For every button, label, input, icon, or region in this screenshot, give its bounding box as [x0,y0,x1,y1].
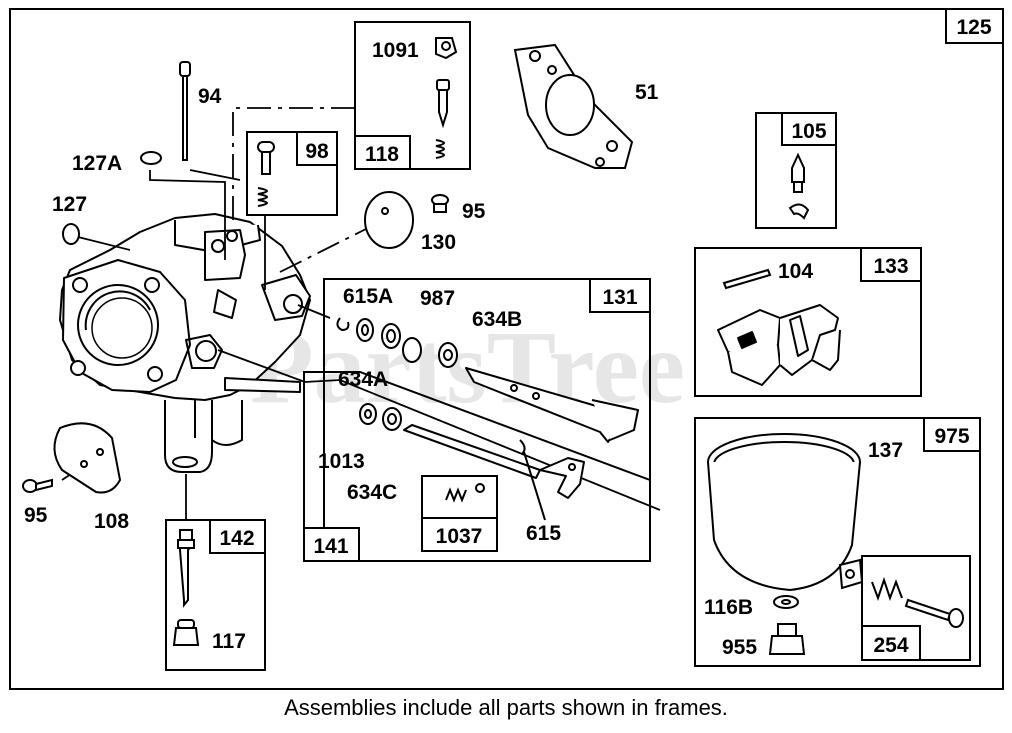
frame-tag-98: 98 [305,140,329,163]
part-634b-washer[interactable] [402,337,458,368]
part-118-inlet-needle[interactable] [435,79,450,159]
part-95-screw-top[interactable] [431,194,449,213]
part-137-float-bowl[interactable] [707,433,864,592]
label-137[interactable]: 137 [868,439,903,462]
frame-1037 [421,475,498,552]
part-1091-clip[interactable] [435,37,458,60]
part-127a-washer[interactable] [140,151,162,165]
part-634a-seal[interactable] [356,318,374,342]
frame-tag-975: 975 [934,425,969,448]
frame-tag-118: 118 [365,143,399,166]
part-94-screw[interactable] [179,61,191,161]
part-987-bushing[interactable] [381,323,401,349]
frame-254 [861,555,971,661]
part-254-spring[interactable] [871,576,903,601]
part-131-throttle-shaft[interactable] [465,367,639,443]
label-130[interactable]: 130 [421,231,456,254]
part-116b-washer[interactable] [773,595,799,609]
label-127[interactable]: 127 [52,193,87,216]
part-130-throttle-plate[interactable] [364,191,414,249]
part-615a-clip[interactable] [336,317,350,332]
label-634b[interactable]: 634B [472,308,522,331]
label-51[interactable]: 51 [635,81,659,104]
frame-tag-105: 105 [791,120,826,143]
part-615-clip[interactable] [519,439,546,521]
part-955-bowl-nut[interactable] [768,623,806,655]
main-frame [9,8,1004,690]
part-98-idle-screw[interactable] [257,141,275,207]
label-634c[interactable]: 634C [347,481,397,504]
label-1013[interactable]: 1013 [318,450,365,473]
frame-tag-133: 133 [873,255,908,278]
frame-tag-131: 131 [602,286,637,309]
part-142-emulsion-tube[interactable] [177,529,195,608]
part-108-choke-plate[interactable] [53,422,122,494]
part-51-gasket[interactable] [513,43,634,169]
label-95-bottom[interactable]: 95 [24,504,48,527]
label-116b[interactable]: 116B [704,596,753,619]
part-95-screw-bottom[interactable] [22,478,53,493]
part-254-mixture-screw[interactable] [904,598,964,628]
frame-tag-1037: 1037 [436,525,483,548]
label-127a[interactable]: 127A [72,152,122,175]
part-127-plug[interactable] [62,223,80,245]
part-1013-washer[interactable] [359,403,377,425]
label-615a[interactable]: 615A [343,285,393,308]
label-108[interactable]: 108 [94,510,129,533]
frame-tag-125-box [945,8,1004,44]
label-117[interactable]: 117 [212,630,246,653]
label-95-top[interactable]: 95 [462,200,486,223]
frame-975 [694,417,981,667]
frame-tag-141: 141 [313,535,348,558]
label-104[interactable]: 104 [778,260,813,283]
label-94[interactable]: 94 [198,85,222,108]
frame-tag-125: 125 [956,16,991,39]
part-117-jet[interactable] [172,619,200,646]
label-615[interactable]: 615 [526,522,561,545]
part-634c-seal[interactable] [382,407,402,431]
part-141-choke-shaft[interactable] [403,424,585,499]
label-634a[interactable]: 634A [338,368,388,391]
carburetor-body[interactable] [59,213,311,473]
label-1091[interactable]: 1091 [372,39,419,62]
frame-141 [303,371,650,562]
part-1037-spring[interactable] [445,483,485,503]
label-987[interactable]: 987 [420,287,455,310]
frame-tag-142: 142 [219,527,254,550]
frame-tag-254: 254 [873,634,908,657]
part-105-needle-seat[interactable] [788,152,810,220]
diagram-caption: Assemblies include all parts shown in fr… [284,695,728,720]
label-955[interactable]: 955 [722,636,757,659]
part-104-pin[interactable] [722,268,772,290]
part-133-float[interactable] [717,304,841,386]
